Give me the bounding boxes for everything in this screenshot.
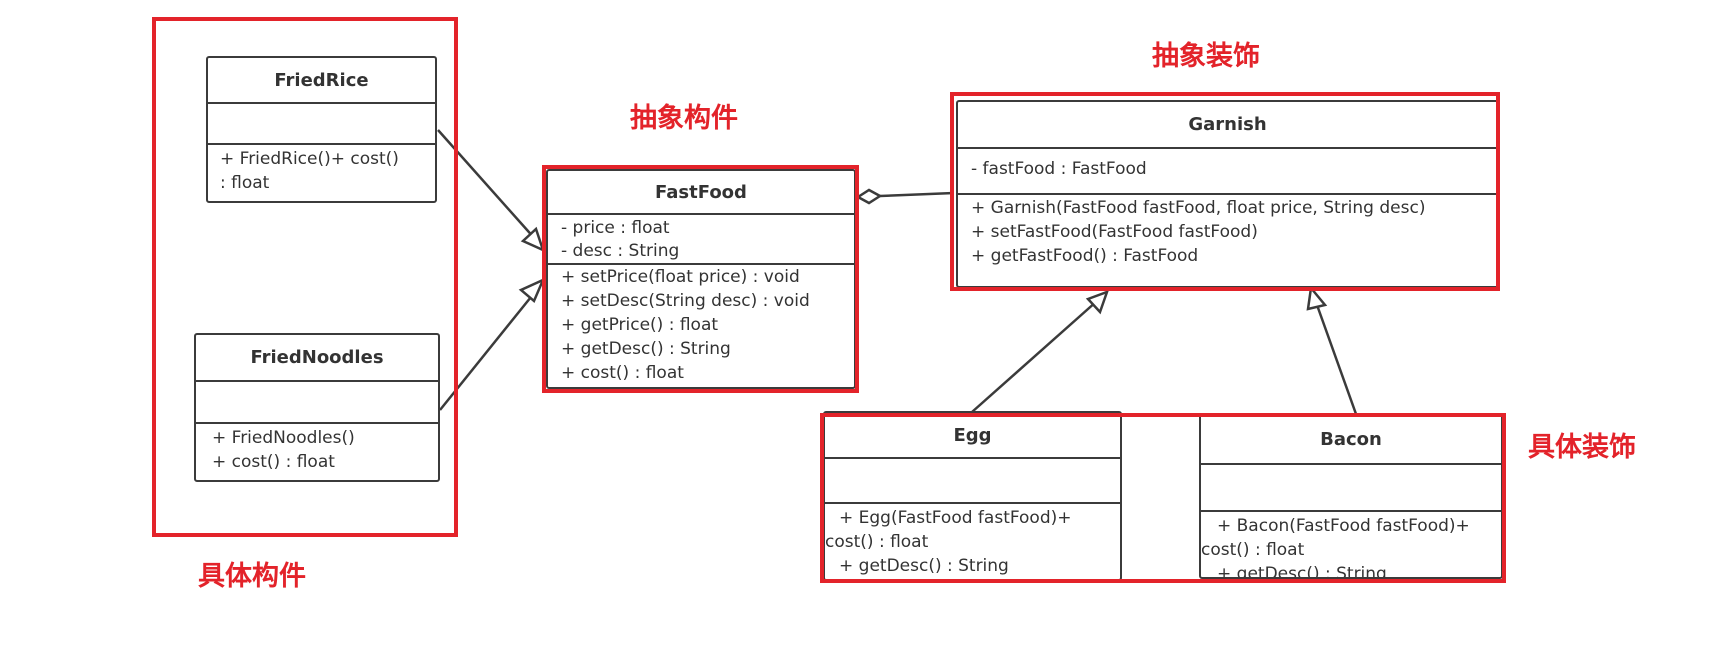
attributes-section [196,382,438,424]
friedrice-inherits-fastfood [437,129,537,241]
class-friednoodles[interactable]: FriedNoodles + FriedNoodles() + cost() :… [194,333,440,482]
methods-section: + Bacon(FastFood fastFood)+ cost() : flo… [1201,512,1501,577]
methods-section: + Garnish(FastFood fastFood, float price… [958,195,1497,286]
methods-section: + setPrice(float price) : void + setDesc… [548,265,854,387]
abstract-component-label: 抽象构件 [630,103,738,134]
method-line: + getDesc() : String [1217,564,1387,577]
method-line: + Garnish(FastFood fastFood, float price… [971,198,1426,218]
methods-section: + Egg(FastFood fastFood)+ cost() : float… [825,504,1120,579]
methods-section: + FriedNoodles() + cost() : float [196,424,438,480]
inheritance-arrowhead [520,226,546,253]
method-line: + FriedNoodles() [212,428,355,448]
concrete-component-label: 具体构件 [198,561,306,592]
attributes-section [1201,465,1501,512]
attribute-line: - price : float [561,218,670,238]
inheritance-arrowhead [1306,285,1328,311]
method-line: + cost() : float [561,363,684,383]
attribute-line: - fastFood : FastFood [971,159,1147,179]
class-fastfood[interactable]: FastFood - price : float - desc : String… [546,169,856,389]
method-line: + FriedRice()+ cost() [220,149,399,169]
attribute-line: - desc : String [561,241,680,261]
attributes-section: - price : float - desc : String [548,215,854,265]
class-garnish[interactable]: Garnish - fastFood : FastFood + Garnish(… [956,100,1499,288]
friednoodles-inherits-fastfood [439,291,536,411]
attributes-section [825,459,1120,504]
garnish-aggregates-fastfood [879,191,955,198]
egg-inherits-garnish [971,300,1098,413]
concrete-decorator-label: 具体装饰 [1528,432,1636,463]
method-line: + getDesc() : String [561,339,731,359]
method-line: + getPrice() : float [561,315,719,335]
method-line: : float [220,173,270,193]
aggregation-diamond [855,188,883,205]
method-line: + getFastFood() : FastFood [971,246,1199,266]
method-line: + setDesc(String desc) : void [561,291,810,311]
class-name: Garnish [958,102,1497,149]
method-line: + cost() : float [212,452,335,472]
method-line: + setPrice(float price) : void [561,267,800,287]
inheritance-arrowhead [518,277,546,304]
class-name: Egg [825,413,1120,459]
attributes-section: - fastFood : FastFood [958,149,1497,195]
abstract-decorator-label: 抽象装饰 [1152,41,1260,72]
class-name: FastFood [548,171,854,215]
class-bacon[interactable]: Bacon + Bacon(FastFood fastFood)+ cost()… [1199,414,1503,579]
method-line: cost() : float [1201,540,1305,560]
class-name: FriedNoodles [196,335,438,382]
method-line: cost() : float [825,532,929,552]
methods-section: + FriedRice()+ cost() : float [208,145,435,201]
class-name: Bacon [1201,416,1501,465]
class-egg[interactable]: Egg + Egg(FastFood fastFood)+ cost() : f… [823,411,1122,581]
bacon-inherits-garnish [1315,304,1358,415]
attributes-section [208,104,435,145]
inheritance-arrowhead [1085,289,1110,315]
class-friedrice[interactable]: FriedRice + FriedRice()+ cost() : float [206,56,437,203]
method-line: + getDesc() : String [839,556,1009,576]
class-name: FriedRice [208,58,435,104]
method-line: + Egg(FastFood fastFood)+ [839,508,1072,528]
method-line: + Bacon(FastFood fastFood)+ [1217,516,1470,536]
method-line: + setFastFood(FastFood fastFood) [971,222,1258,242]
